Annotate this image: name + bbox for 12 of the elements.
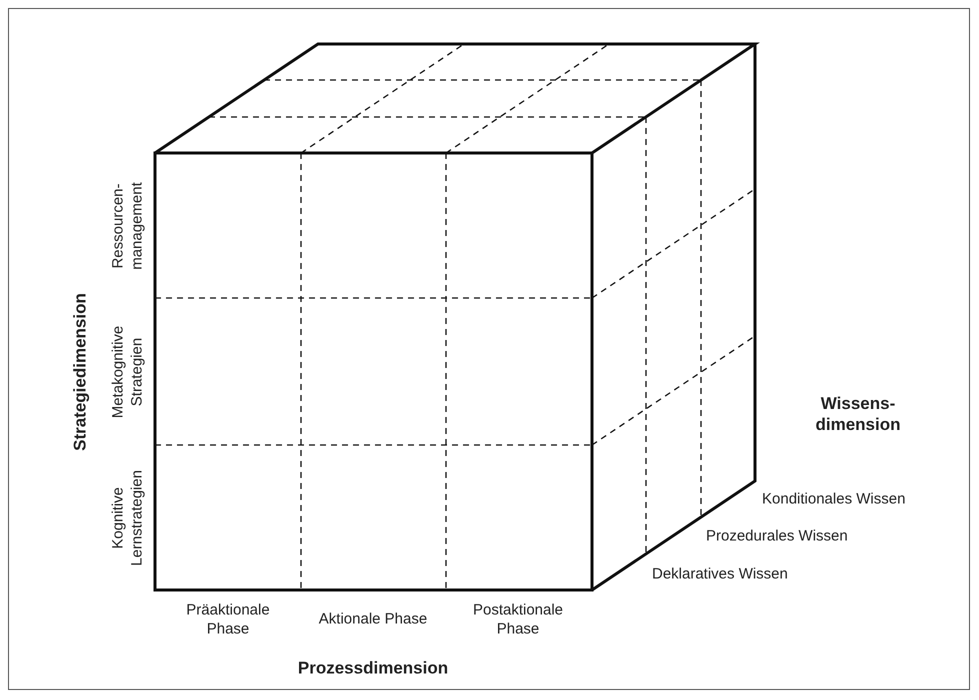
axis-title: Prozessdimension [296,657,450,679]
row-label: Ressourcen-management [109,181,146,272]
column-label: Präaktionale Phase [185,601,271,639]
row-label: Metakognitive Strategien [109,324,146,420]
row-label: Kognitive Lernstrategien [109,469,146,568]
depth-label: Deklaratives Wissen [652,566,789,584]
column-label: Postaktionale Phase [472,601,564,639]
depth-label: Prozedurales Wissen [706,528,849,546]
axis-title: Strategiedimension [69,292,90,453]
column-label: Aktionale Phase [318,610,428,630]
axis-title: Wissens-dimension [814,392,902,436]
depth-label: Konditionales Wissen [762,490,906,510]
